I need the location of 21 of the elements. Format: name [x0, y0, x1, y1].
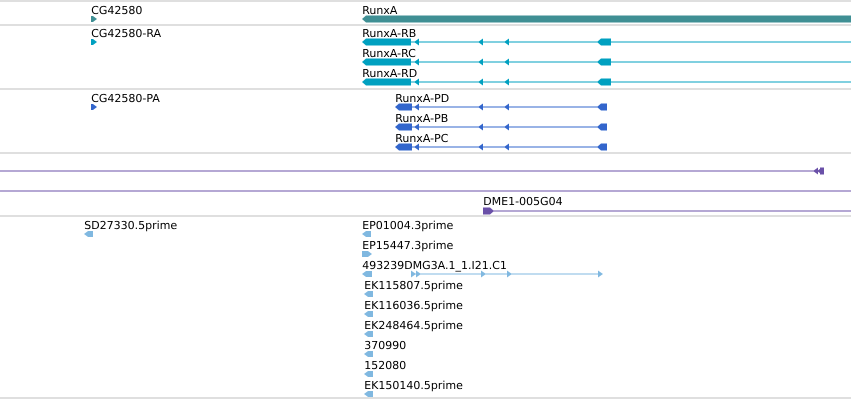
feature-label: CG42580-RA	[92, 28, 161, 38]
feature-label: RunxA-RD	[363, 69, 417, 78]
feature-label: EK116036.5prime	[365, 300, 462, 312]
feature-label: EP01004.3prime	[363, 220, 453, 232]
feature-label: RunxA-PB	[396, 114, 448, 122]
feature-label: DME1-005G04	[484, 196, 562, 206]
feature-label: CG42580	[92, 6, 142, 14]
feature-label: RunxA-RB	[363, 29, 416, 38]
feature-label: EK248464.5prime	[365, 320, 462, 332]
feature-label: RunxA	[363, 6, 398, 14]
feature-label: 370990	[365, 340, 406, 350]
feature-label: EK150140.5prime	[365, 380, 462, 392]
feature-label: RunxA-PD	[396, 94, 449, 102]
feature-label: RunxA-PC	[396, 134, 448, 142]
feature-label: 152080	[365, 360, 406, 370]
feature-label: RunxA-RC	[363, 48, 416, 58]
feature-label: EP15447.3prime	[363, 240, 453, 252]
feature-label: EK115807.5prime	[365, 280, 462, 292]
feature-label: SD27330.5prime	[84, 220, 177, 232]
feature-label: CG42580-PA	[92, 94, 160, 102]
feature-label: 493239DMG3A.1_1.I21.C1	[362, 260, 506, 272]
